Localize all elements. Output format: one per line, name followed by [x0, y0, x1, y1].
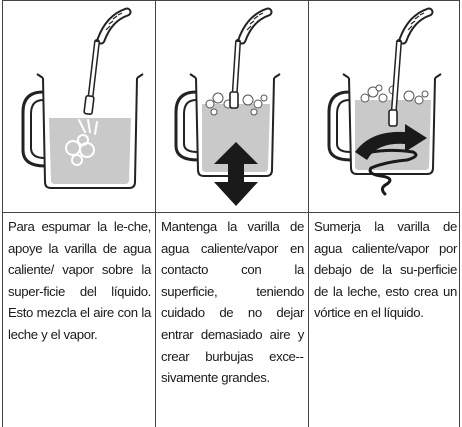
milk-jug-icon — [174, 73, 281, 177]
column-divider-2 — [308, 0, 309, 427]
milk-level — [202, 104, 270, 172]
column-divider-1 — [155, 0, 156, 427]
double-arrow-icon — [214, 142, 258, 206]
steam-wand-icon — [83, 7, 132, 115]
image-row-divider — [2, 212, 460, 213]
milk-jug-icon — [21, 73, 144, 189]
illustration-step-2 — [156, 0, 309, 212]
steam-wand-icon — [388, 7, 434, 127]
steam-wand-icon — [229, 7, 273, 109]
milk-jug-icon — [327, 73, 442, 175]
left-border — [2, 0, 3, 427]
vortex-arrow-icon — [355, 124, 427, 196]
milk-level — [49, 118, 131, 184]
illustration-step-3 — [309, 0, 462, 212]
step-3-text: Sumerja la varilla de agua caliente/vapo… — [314, 219, 457, 321]
foam-bubbles — [205, 92, 268, 116]
right-border — [459, 0, 460, 427]
top-border — [2, 0, 460, 1]
steam-bubbles — [65, 119, 98, 166]
step-2-text: Mantenga la varilla de agua caliente/vap… — [161, 219, 304, 386]
illustration-step-1 — [3, 0, 156, 212]
step-1-text: Para espumar la le-­che, apoye la varill… — [8, 219, 151, 342]
